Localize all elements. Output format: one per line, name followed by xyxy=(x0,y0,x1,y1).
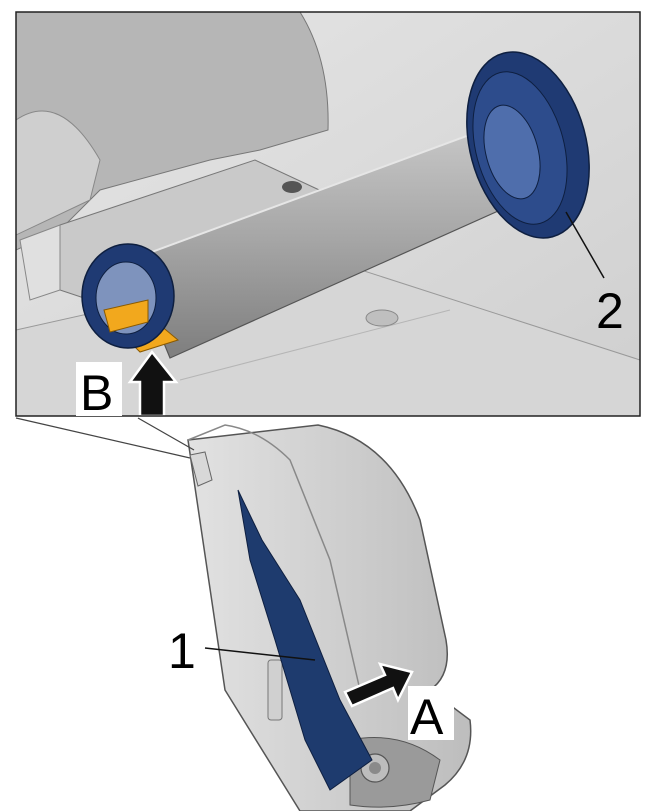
inset-frame xyxy=(15,11,641,417)
inset-connector-right xyxy=(137,417,195,451)
label-a-background xyxy=(408,686,454,740)
arrow-a xyxy=(343,662,414,708)
label-b-background xyxy=(76,362,122,416)
ribbon xyxy=(237,489,373,791)
label-b: B xyxy=(80,365,113,421)
spool-flange-2 xyxy=(466,51,590,239)
printer-housing xyxy=(187,424,472,811)
label-a: A xyxy=(410,689,444,745)
callout-1: 1 xyxy=(168,623,196,679)
callout-2-leader xyxy=(565,211,605,279)
inset-connector-left xyxy=(15,417,191,459)
spool-hub-left xyxy=(81,243,180,353)
callout-1-leader xyxy=(204,647,316,661)
arrow-b xyxy=(127,349,179,418)
callout-2: 2 xyxy=(596,283,624,339)
